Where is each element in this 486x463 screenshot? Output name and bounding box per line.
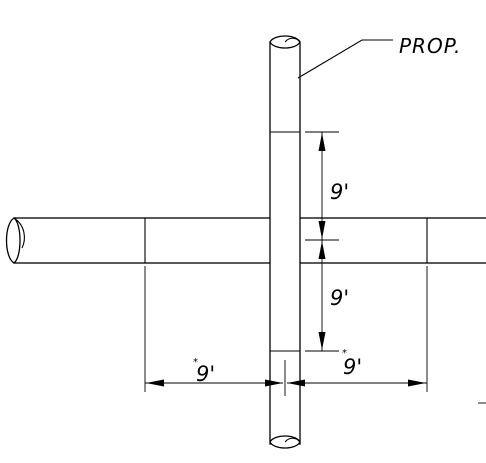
horizontal-dim-arrow-center-right [287,379,305,387]
horizontal-pipe-body [13,217,486,264]
horizontal-dim-arrow-right [408,379,426,387]
dimension-horizontal-left: 9' [196,362,215,386]
callout-leader [297,39,393,79]
horizontal-dim-arrow-center-left [265,379,283,387]
callout-label: PROP. [399,34,461,58]
vertical-dim-arrow-mid-down [318,241,326,259]
vertical-dim-arrow-bottom [318,332,326,350]
horizontal-dim-arrow-left [146,379,164,387]
dimension-horizontal-right: 9' [343,355,362,379]
horizontal-pipe [5,217,486,264]
vertical-dim-arrow-mid-up [318,221,326,239]
vertical-dim-arrow-top [318,133,326,151]
dimension-mark-left: * [193,357,198,368]
dimension-vertical-lower: 9' [330,286,349,310]
horizontal-pipe-break-end [5,217,21,264]
dimension-vertical-upper: 9' [330,180,349,204]
dimension-mark-right: * [342,348,347,359]
